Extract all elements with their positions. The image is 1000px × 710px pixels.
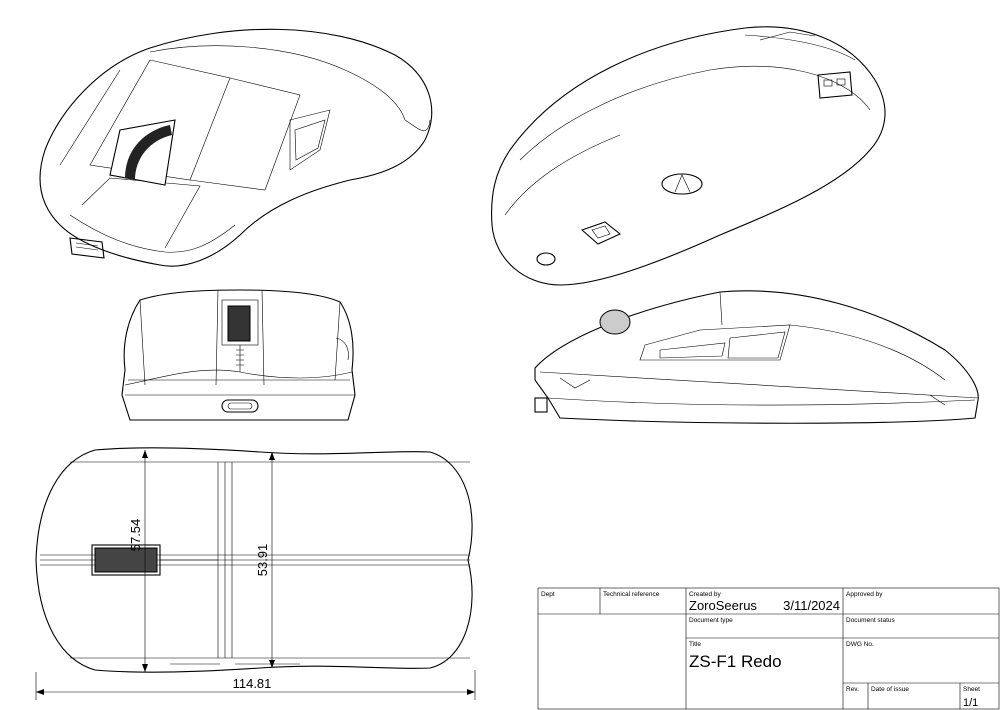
created-date-value: 3/11/2024: [783, 598, 840, 613]
sheet-value: 1/1: [963, 697, 978, 709]
isometric-top-view: [39, 28, 433, 267]
technical-reference-label: Technical reference: [603, 591, 660, 598]
dwg-no-label: DWG No.: [846, 641, 874, 648]
side-view: [534, 290, 979, 424]
document-type-label: Document type: [689, 617, 733, 624]
title-block: [537, 587, 1000, 710]
created-by-label: Created by: [689, 591, 722, 598]
title-label: Title: [689, 641, 701, 648]
document-status-label: Document status: [846, 617, 896, 624]
dimension-width-front: 57.54: [128, 519, 143, 552]
created-by-value: ZoroSeerus: [689, 598, 757, 613]
front-view: [121, 289, 356, 421]
sheet-label: Sheet: [963, 686, 980, 693]
top-view: [35, 447, 476, 700]
drawing-title: ZS-F1 Redo: [689, 652, 782, 671]
approved-by-label: Approved by: [846, 591, 883, 598]
date-of-issue-label: Date of issue: [871, 686, 909, 693]
dept-label: Dept: [541, 591, 555, 598]
isometric-bottom-view: [491, 26, 886, 286]
dimension-width-middle: 53.91: [255, 544, 270, 577]
dimension-length: 114.81: [233, 676, 272, 691]
rev-label: Rev.: [846, 686, 859, 693]
